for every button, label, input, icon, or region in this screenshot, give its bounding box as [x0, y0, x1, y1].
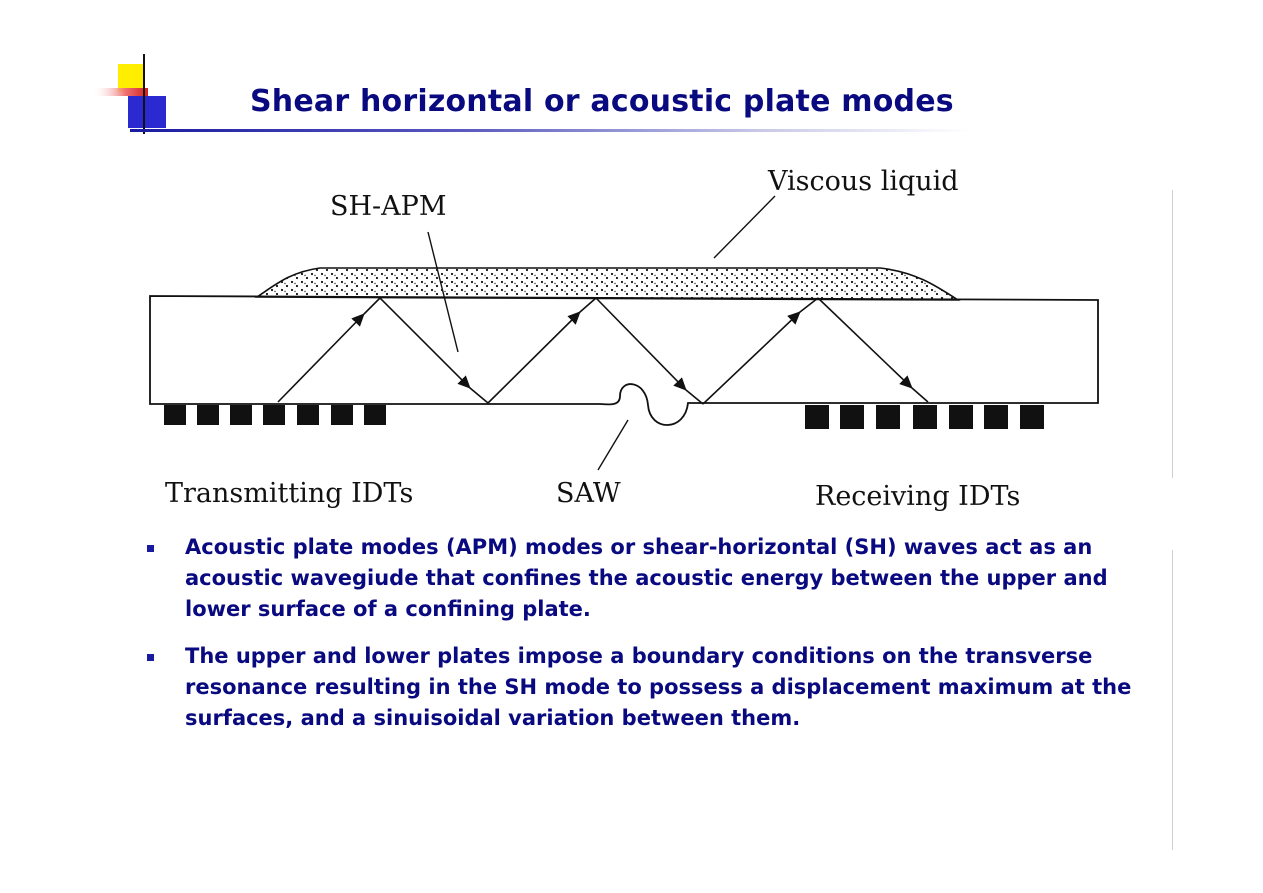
bullet-item: Acoustic plate modes (APM) modes or shea…	[145, 532, 1135, 625]
sh-apm-leader	[427, 231, 459, 353]
slide-logo	[92, 54, 166, 134]
transmitting-idts	[164, 405, 386, 425]
label-sh-apm: SH-APM	[330, 191, 446, 222]
saw-leader	[597, 419, 629, 471]
bullet-text: The upper and lower plates impose a boun…	[185, 644, 1132, 730]
viscous-liquid-leader	[713, 195, 776, 259]
bullet-square-icon	[147, 545, 154, 552]
label-transmitting-idts: Transmitting IDTs	[165, 478, 413, 509]
bullet-list: Acoustic plate modes (APM) modes or shea…	[145, 532, 1135, 750]
sh-apm-wave-path	[277, 297, 929, 405]
label-saw: SAW	[556, 478, 621, 509]
receiving-idts	[805, 405, 1044, 429]
bullet-item: The upper and lower plates impose a boun…	[145, 641, 1135, 734]
label-viscous-liquid: Viscous liquid	[767, 166, 959, 197]
viscous-liquid-layer	[254, 267, 961, 301]
right-border-line-upper	[1172, 190, 1173, 478]
right-border-line-lower	[1172, 550, 1173, 850]
bullet-square-icon	[147, 654, 154, 661]
label-receiving-idts: Receiving IDTs	[815, 481, 1020, 512]
confining-plate	[149, 295, 1099, 426]
title-underline	[130, 129, 970, 132]
slide-title: Shear horizontal or acoustic plate modes	[250, 84, 954, 119]
bullet-text: Acoustic plate modes (APM) modes or shea…	[185, 535, 1108, 621]
